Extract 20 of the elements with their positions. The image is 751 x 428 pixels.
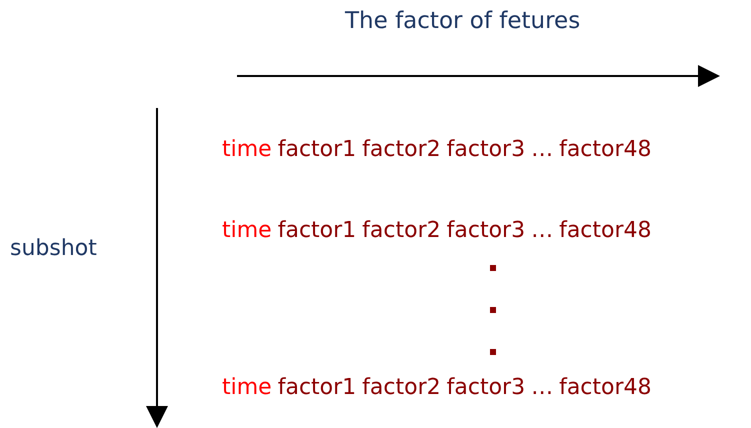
factor-label: factor1	[278, 375, 356, 400]
factor-label: factor2	[362, 375, 441, 400]
factor-label: factor2	[362, 218, 441, 243]
axis-label: subshot	[10, 236, 97, 261]
ellipsis-text: …	[531, 375, 554, 400]
factor-label: factor48	[559, 218, 652, 243]
factor-label: factor3	[446, 375, 526, 400]
factor-label: factor1	[278, 137, 356, 162]
factor-label: factor48	[559, 375, 652, 400]
heading: The factor of fetures	[345, 8, 580, 34]
factor-label: factor48	[559, 137, 652, 162]
time-label: time	[222, 375, 272, 400]
ellipsis-text: …	[531, 137, 554, 162]
time-label: time	[222, 137, 272, 162]
time-label: time	[222, 218, 272, 243]
factor-label: factor3	[446, 218, 526, 243]
factor-label: factor1	[278, 218, 356, 243]
factor-label: factor3	[446, 137, 526, 162]
factor-label: factor2	[362, 137, 441, 162]
ellipsis-text: …	[531, 218, 554, 243]
